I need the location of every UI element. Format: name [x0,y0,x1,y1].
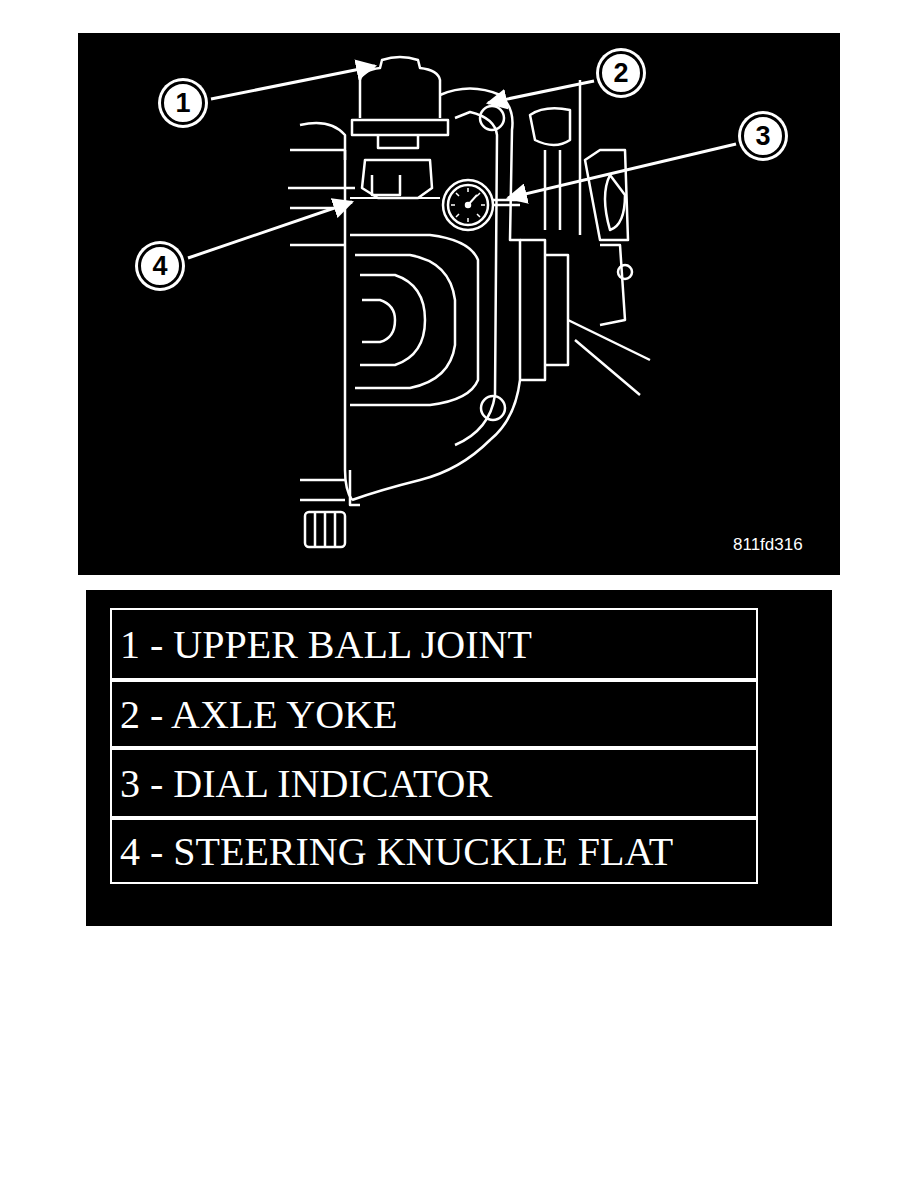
part-name: 3 - DIAL INDICATOR [120,760,492,807]
callout-text: 2 [613,58,628,89]
figure-code: 811fd316 [733,535,803,555]
callout-number: 4 [138,244,182,288]
leader-lines [188,66,736,258]
part-name: 2 - AXLE YOKE [120,691,397,738]
callout-text: 4 [152,251,167,282]
callout-text: 3 [755,121,770,152]
callout-text: 1 [175,88,190,119]
legend-panel [86,590,832,926]
legend-row: 1 - UPPER BALL JOINT [110,608,758,680]
part-name: 1 - UPPER BALL JOINT [120,621,532,668]
callout-number: 3 [741,114,785,158]
legend-row: 4 - STEERING KNUCKLE FLAT [110,818,758,884]
part-name: 4 - STEERING KNUCKLE FLAT [120,828,673,875]
callout-number: 2 [599,51,643,95]
figure-panel [78,33,840,575]
legend-row: 3 - DIAL INDICATOR [110,748,758,818]
callout-number: 1 [161,81,205,125]
legend-row: 2 - AXLE YOKE [110,680,758,748]
knuckle-drawing [288,57,650,547]
